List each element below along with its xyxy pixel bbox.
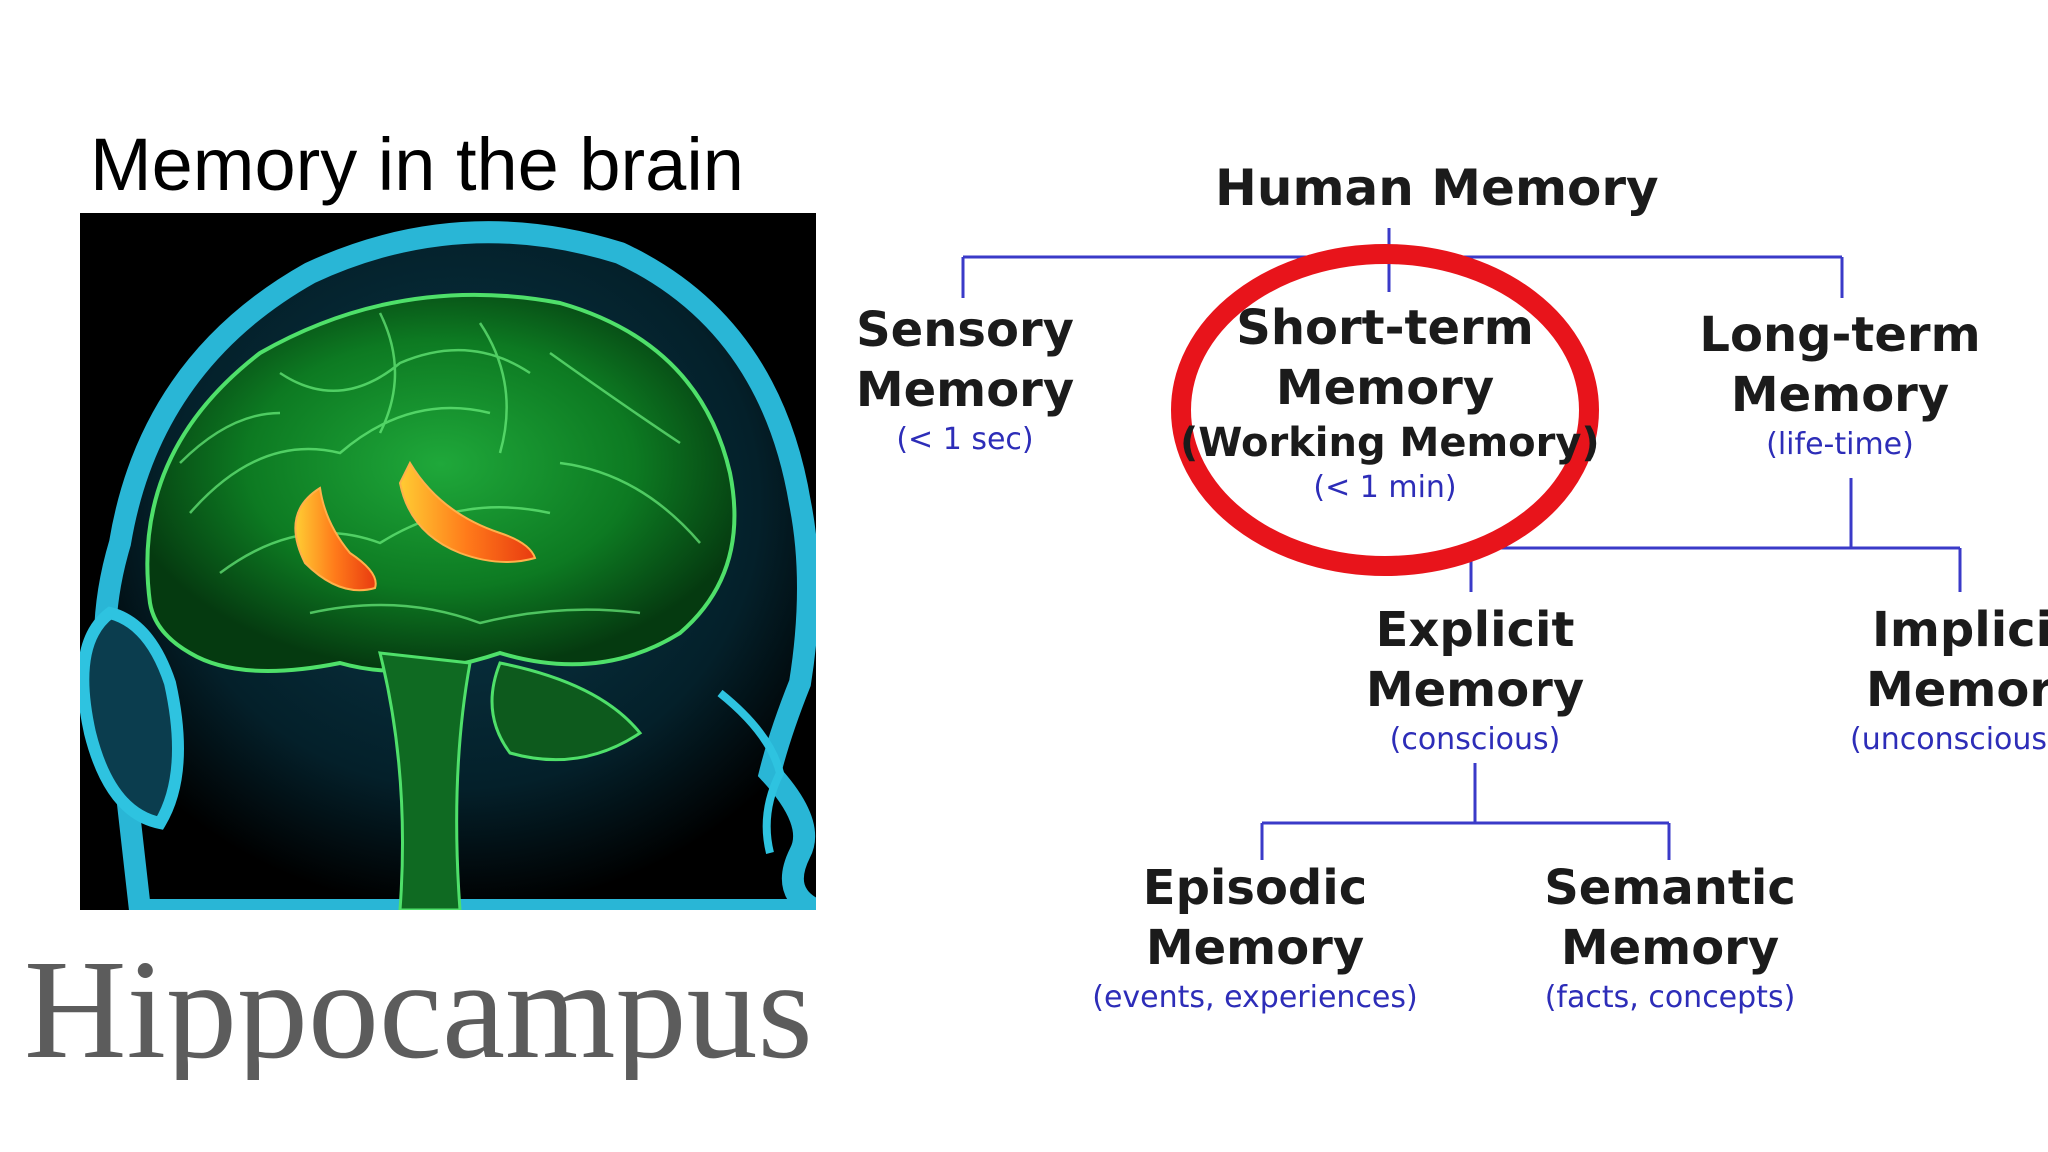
node-sensory-line1: Sensory bbox=[856, 302, 1074, 358]
node-explicit-line1: Explicit bbox=[1375, 602, 1575, 658]
node-long-term-line1: Long-term bbox=[1699, 307, 1981, 363]
node-sensory-memory: Sensory Memory (< 1 sec) bbox=[850, 300, 1080, 460]
node-explicit-memory: Explicit Memory (conscious) bbox=[1340, 600, 1610, 760]
slide-title: Memory in the brain bbox=[90, 123, 744, 206]
node-long-term-memory: Long-term Memory (life-time) bbox=[1690, 305, 1990, 465]
node-episodic-sub: (events, experiences) bbox=[1092, 980, 1418, 1015]
node-short-term-sub: (< 1 min) bbox=[1313, 470, 1457, 505]
node-short-term-line1: Short-term bbox=[1236, 300, 1534, 356]
node-human-memory: Human Memory bbox=[1215, 159, 1659, 217]
node-short-term-memory: Short-term Memory (Working Memory) (< 1 … bbox=[1180, 298, 1600, 508]
node-sensory-sub: (< 1 sec) bbox=[896, 422, 1034, 457]
node-episodic-line2: Memory bbox=[1145, 920, 1365, 976]
node-implicit-sub: (unconscious) bbox=[1850, 722, 2048, 757]
brain-illustration bbox=[80, 213, 816, 910]
node-implicit-line1: Implicit bbox=[1872, 602, 2048, 658]
node-explicit-sub: (conscious) bbox=[1389, 722, 1561, 757]
node-short-term-line2: Memory bbox=[1275, 360, 1495, 416]
node-implicit-line2: Memory bbox=[1866, 662, 2048, 718]
node-implicit-memory: Implicit Memory (unconscious) bbox=[1850, 600, 2048, 760]
node-sensory-line2: Memory bbox=[855, 362, 1075, 418]
hippocampus-left bbox=[294, 486, 377, 592]
node-episodic-line1: Episodic bbox=[1142, 860, 1368, 916]
node-explicit-line2: Memory bbox=[1365, 662, 1585, 718]
node-long-term-line2: Memory bbox=[1730, 367, 1950, 423]
hippocampus-label: Hippocampus bbox=[24, 938, 813, 1080]
node-semantic-line2: Memory bbox=[1560, 920, 1780, 976]
node-semantic-sub: (facts, concepts) bbox=[1544, 980, 1796, 1015]
node-long-term-sub: (life-time) bbox=[1766, 427, 1914, 462]
node-short-term-line3: (Working Memory) bbox=[1180, 420, 1600, 466]
highlight-circle bbox=[1171, 244, 1599, 576]
hippocampus-right bbox=[398, 460, 537, 563]
node-episodic-memory: Episodic Memory (events, experiences) bbox=[1065, 858, 1445, 1018]
node-semantic-memory: Semantic Memory (facts, concepts) bbox=[1500, 858, 1840, 1018]
node-semantic-line1: Semantic bbox=[1544, 860, 1796, 916]
